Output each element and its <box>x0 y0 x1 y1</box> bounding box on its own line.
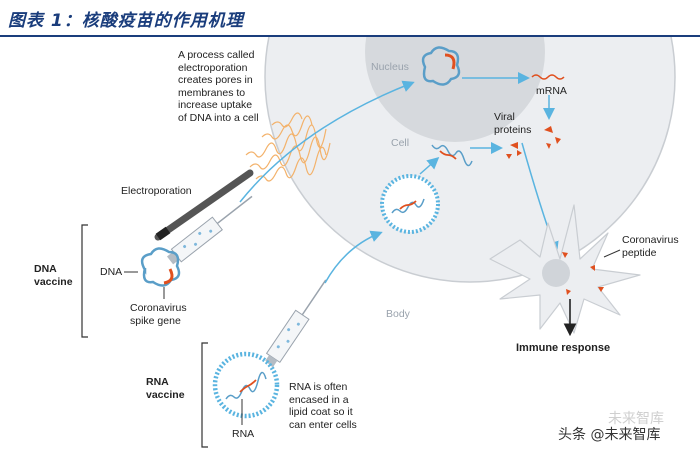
diagram-canvas: A process called electroporation creates… <box>0 37 700 457</box>
diagram-svg <box>81 37 676 448</box>
dna-syringe <box>166 195 253 265</box>
dna-label: DNA <box>100 266 123 278</box>
figure-title: 图表 1：核酸疫苗的作用机理 <box>8 11 244 31</box>
electroporation-rod <box>154 169 254 241</box>
figure-header: 图表 1：核酸疫苗的作用机理 <box>0 0 700 37</box>
watermark-ghost: 未来智库 <box>608 411 664 427</box>
mrna-strand <box>531 74 565 80</box>
viral-proteins-label: Viral proteins <box>494 111 532 136</box>
cell-label: Cell <box>391 137 410 149</box>
dna-plasmid <box>140 247 181 287</box>
electroporation-waves <box>245 112 331 182</box>
rna-vaccine-bracket <box>201 342 208 448</box>
coronavirus-peptide-label: Coronavirus peptide <box>622 234 679 259</box>
arrow-rna-vesicle <box>324 230 383 284</box>
apc-nucleus <box>542 259 570 287</box>
viral-proteins <box>506 126 561 159</box>
immune-response-label: Immune response <box>516 342 611 354</box>
dna-vaccine-label: DNA vaccine <box>34 263 73 288</box>
nucleus-label: Nucleus <box>371 61 409 73</box>
electroporation-label: Electroporation <box>121 185 192 197</box>
rna-note: RNA is often encased in a lipid coat so … <box>289 381 357 431</box>
rna-label: RNA <box>232 428 255 440</box>
rna-vaccine-label: RNA vaccine <box>146 376 185 401</box>
body-label: Body <box>386 308 410 320</box>
electroporation-note: A process called electroporation creates… <box>178 49 259 124</box>
mrna-label: mRNA <box>536 85 567 97</box>
arrow-dna-nucleus <box>239 80 415 203</box>
header-divider <box>0 35 700 37</box>
arrow-vesicle-cell <box>419 157 440 175</box>
nucleus-plasmid-gene <box>444 53 456 70</box>
spike-gene-label: Coronavirus spike gene <box>130 302 187 327</box>
rna-syringe <box>264 279 327 368</box>
nucleus-shape <box>365 37 545 142</box>
nucleus-plasmid <box>421 46 461 86</box>
peptide-leader <box>603 249 621 258</box>
watermark: 头条 @未来智库 <box>558 427 661 443</box>
dna-vaccine-bracket <box>81 224 88 338</box>
